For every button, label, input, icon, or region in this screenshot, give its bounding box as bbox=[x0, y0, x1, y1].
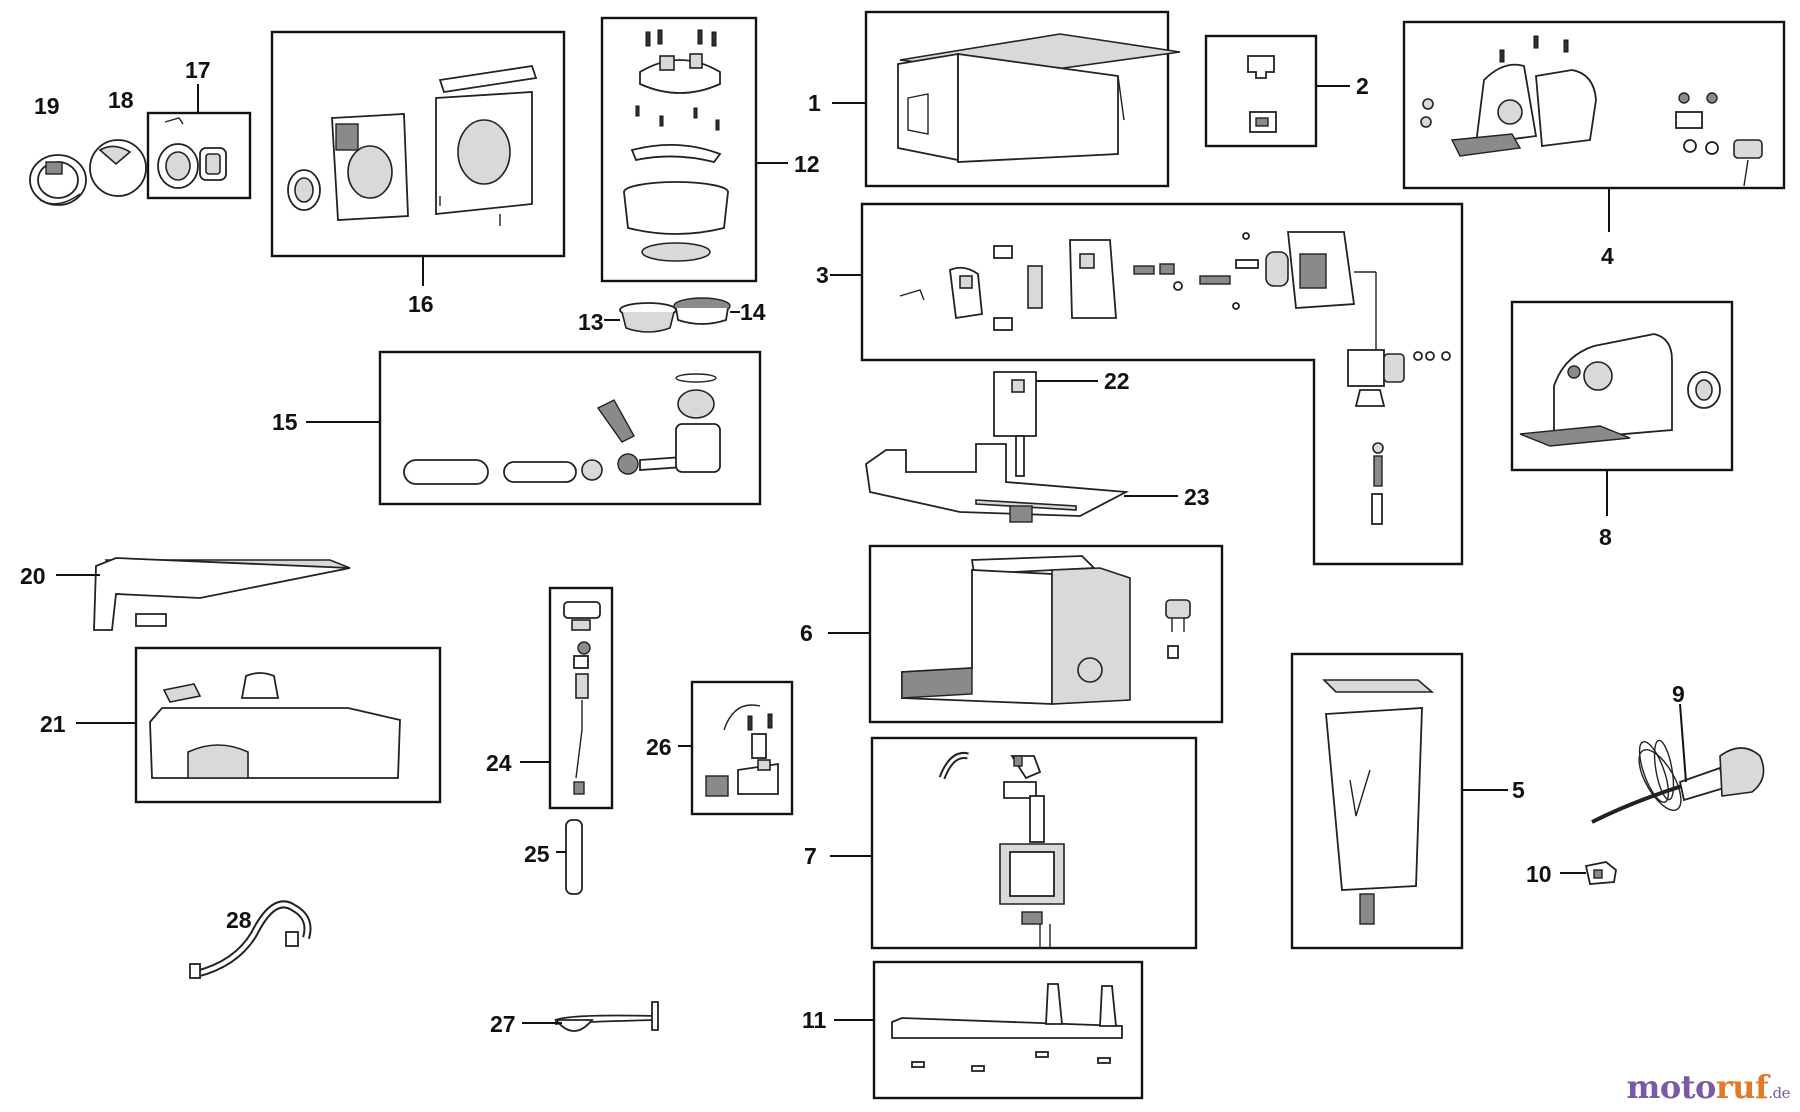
part-2-clips bbox=[1247, 55, 1277, 133]
label-16: 16 bbox=[408, 291, 434, 317]
part-26-switch bbox=[705, 704, 779, 797]
part-11-base-plate bbox=[891, 983, 1123, 1072]
box-21 bbox=[134, 646, 442, 804]
label-9: 9 bbox=[1672, 681, 1685, 707]
part-6-housing-front bbox=[901, 555, 1191, 705]
box-12 bbox=[600, 16, 758, 283]
box-4 bbox=[1402, 20, 1786, 190]
part-22-circuit-board bbox=[993, 371, 1037, 437]
box-8 bbox=[1510, 300, 1734, 472]
label-25: 25 bbox=[524, 841, 550, 867]
label-18: 18 bbox=[108, 87, 134, 113]
box-3 bbox=[860, 202, 1464, 566]
box-15 bbox=[378, 350, 762, 506]
label-14: 14 bbox=[740, 299, 766, 325]
box-24 bbox=[548, 586, 614, 810]
label-1: 1 bbox=[808, 90, 821, 116]
box-26 bbox=[690, 680, 794, 816]
part-21-drip-tray bbox=[149, 672, 401, 779]
label-19: 19 bbox=[34, 93, 60, 119]
part-16-drip-tray-panels bbox=[287, 64, 538, 226]
part-7-pump-assembly bbox=[938, 751, 1065, 948]
label-6: 6 bbox=[800, 620, 813, 646]
part-23-frame-base bbox=[865, 435, 1130, 523]
part-27-measuring-spoon bbox=[554, 1001, 659, 1032]
part-28-hose bbox=[189, 900, 312, 979]
label-15: 15 bbox=[272, 409, 298, 435]
part-5-water-tank bbox=[1322, 679, 1435, 925]
label-4: 4 bbox=[1601, 243, 1614, 269]
part-24-steam-tube bbox=[563, 601, 601, 795]
part-18-disc bbox=[89, 139, 147, 197]
label-13: 13 bbox=[578, 309, 604, 335]
part-19-ring bbox=[29, 154, 87, 206]
part-20-drip-tray-top bbox=[93, 557, 351, 631]
label-24: 24 bbox=[486, 750, 512, 776]
label-12: 12 bbox=[794, 151, 820, 177]
label-26: 26 bbox=[646, 734, 672, 760]
part-12-brew-head-assembly bbox=[623, 29, 729, 262]
part-3-valve-assembly bbox=[899, 231, 1451, 525]
box-11 bbox=[872, 960, 1144, 1100]
box-1 bbox=[864, 10, 1170, 188]
part-14-gasket bbox=[673, 297, 731, 325]
label-8: 8 bbox=[1599, 524, 1612, 550]
part-4-grinder-assembly bbox=[1420, 35, 1763, 187]
label-27: 27 bbox=[490, 1011, 516, 1037]
label-5: 5 bbox=[1512, 777, 1525, 803]
label-21: 21 bbox=[40, 711, 66, 737]
box-7 bbox=[870, 736, 1198, 950]
label-17: 17 bbox=[185, 57, 211, 83]
label-22: 22 bbox=[1104, 368, 1130, 394]
label-7: 7 bbox=[804, 843, 817, 869]
part-1-housing-top bbox=[897, 33, 1181, 163]
label-2: 2 bbox=[1356, 73, 1369, 99]
label-20: 20 bbox=[20, 563, 46, 589]
label-28: 28 bbox=[226, 907, 252, 933]
part-9-power-cord bbox=[1591, 739, 1765, 824]
label-3: 3 bbox=[816, 262, 829, 288]
box-16 bbox=[270, 30, 566, 258]
watermark-logo: motoruf.de bbox=[1626, 1068, 1791, 1106]
part-8-grinder-housing bbox=[1519, 333, 1721, 447]
part-17-knob bbox=[157, 117, 227, 189]
part-15-grinder-shaft bbox=[403, 373, 721, 485]
part-13-seal bbox=[619, 302, 677, 333]
part-25-tube bbox=[565, 819, 583, 895]
part-10-strain-relief bbox=[1584, 861, 1617, 885]
box-5 bbox=[1290, 652, 1464, 950]
label-11: 11 bbox=[802, 1007, 827, 1033]
label-23: 23 bbox=[1184, 484, 1210, 510]
box-2 bbox=[1204, 34, 1318, 148]
label-10: 10 bbox=[1526, 861, 1552, 887]
